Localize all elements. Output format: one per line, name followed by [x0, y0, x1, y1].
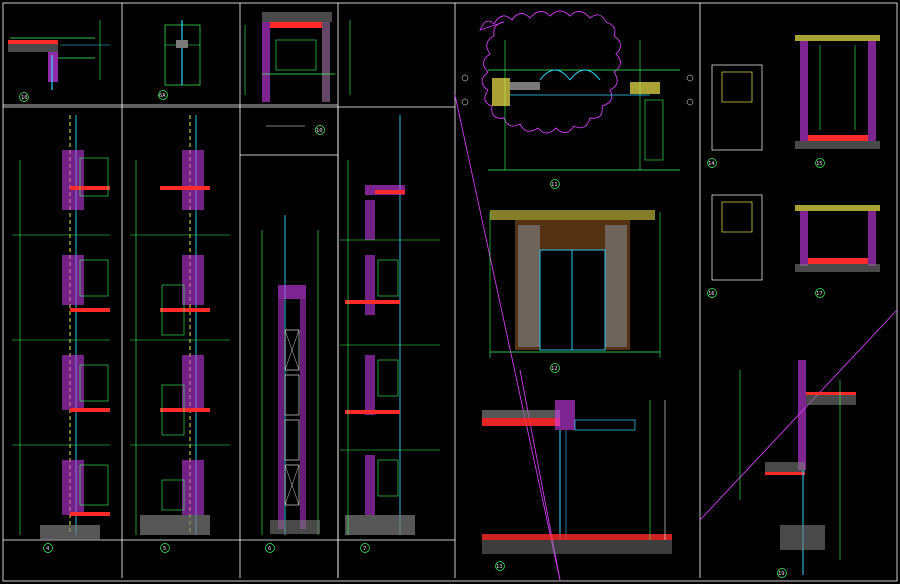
- detail-10-top-left: [8, 20, 110, 102]
- detail-16: [707, 194, 763, 298]
- detail-10-top-middle: [244, 12, 351, 135]
- detail-number-d1: 10: [21, 95, 28, 101]
- detail-6a: [158, 20, 201, 100]
- section-column-4: [12, 115, 110, 553]
- plan-11: [461, 40, 694, 189]
- detail-19: [739, 360, 856, 578]
- detail-number-d11: 14: [708, 161, 715, 167]
- section-column-6: [261, 215, 320, 553]
- detail-number-d10: 13: [496, 564, 503, 570]
- elevation-12-portal: [489, 210, 661, 373]
- detail-15: [795, 35, 880, 168]
- section-column-7: [340, 115, 440, 553]
- detail-number-d15: 19: [778, 571, 785, 577]
- detail-number-d8: 11: [551, 182, 558, 188]
- detail-number-d4: 4: [46, 546, 50, 552]
- section-13: [482, 400, 672, 571]
- detail-number-d2: 6A: [159, 93, 166, 99]
- detail-number-d5: 5: [163, 546, 166, 552]
- detail-14: [707, 64, 763, 168]
- detail-number-d9: 12: [551, 366, 558, 372]
- detail-number-d13: 16: [708, 291, 715, 297]
- detail-number-d3: 10: [316, 128, 323, 134]
- detail-number-d7: 7: [363, 546, 366, 552]
- detail-number-d14: 17: [816, 291, 823, 297]
- detail-17: [795, 205, 880, 298]
- detail-number-d12: 15: [816, 161, 823, 167]
- detail-number-d6: 6: [268, 546, 271, 552]
- section-column-5: [130, 115, 230, 553]
